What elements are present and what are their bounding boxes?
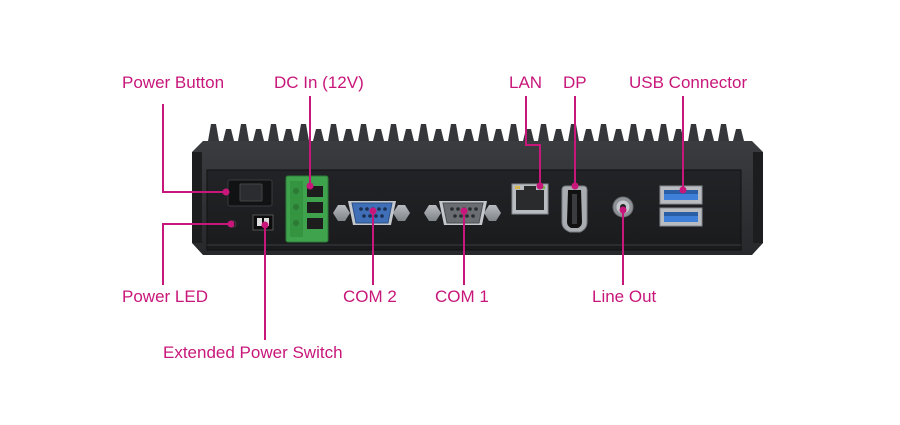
heatsink-fin (598, 124, 609, 141)
callout-dot-dp (571, 182, 579, 190)
power-button-port (227, 179, 273, 207)
callout-dot-power-led (227, 220, 235, 228)
label-com1: COM 1 (435, 287, 489, 306)
label-lan: LAN (509, 73, 543, 92)
callout-dot-com2 (369, 207, 377, 215)
heatsink-fin (358, 124, 369, 141)
heatsink-fin (448, 124, 459, 141)
heatsink-fin (718, 124, 729, 141)
heatsink-fin (403, 129, 414, 141)
label-dp: DP (563, 73, 587, 92)
heatsink-fin (703, 129, 714, 141)
heatsink-fin (268, 124, 279, 141)
heatsink-fin (373, 129, 384, 141)
label-line-out: Line Out (592, 287, 657, 306)
lan-port (511, 183, 549, 215)
heatsink-fin (343, 129, 354, 141)
heatsink-fin (493, 129, 504, 141)
displayport-port (561, 185, 588, 233)
heatsink-fin (418, 124, 429, 141)
callout-dot-lan (536, 182, 544, 190)
callout-power-button (162, 104, 226, 193)
heatsink-fin (208, 124, 219, 141)
heatsink-fin (478, 124, 489, 141)
heatsink-fin (508, 124, 519, 141)
heatsink-fin (298, 124, 309, 141)
heatsink-fin (673, 129, 684, 141)
callout-dot-com1 (460, 207, 468, 215)
label-usb-connector: USB Connector (629, 73, 748, 92)
heatsink-fin (553, 129, 564, 141)
heatsink-fin (223, 129, 234, 141)
heatsink-fin (568, 124, 579, 141)
heatsink-fin (583, 129, 594, 141)
callout-dots (222, 182, 687, 229)
heatsink-fin (523, 129, 534, 141)
callout-dot-dc-in (306, 182, 314, 190)
label-extended-power-switch: Extended Power Switch (163, 343, 343, 362)
heatsink-fin (658, 124, 669, 141)
heatsink-fin (388, 124, 399, 141)
label-com2: COM 2 (343, 287, 397, 306)
heatsink-fin (238, 124, 249, 141)
label-power-button: Power Button (122, 73, 225, 92)
callout-dot-line-out (619, 206, 627, 214)
heatsink-fin (538, 124, 549, 141)
label-dc-in: DC In (12V) (274, 73, 364, 92)
heatsink-fin (613, 129, 624, 141)
callout-dot-power-button (222, 188, 230, 196)
heatsink-fin (283, 129, 294, 141)
heatsink-fin (733, 129, 744, 141)
label-power-led: Power LED (122, 287, 208, 306)
chassis-left-side (192, 152, 202, 243)
callout-lines (162, 96, 684, 340)
heatsink-fin (313, 129, 324, 141)
heatsink-fin (643, 129, 654, 141)
chassis-right-side (753, 152, 763, 243)
heatsink-fin (433, 129, 444, 141)
callout-power-led (162, 223, 231, 285)
heatsink-fin (253, 129, 264, 141)
heatsink-fin (688, 124, 699, 141)
heatsink-fin (328, 124, 339, 141)
callout-lan (525, 96, 541, 186)
callout-dot-usb (679, 186, 687, 194)
heatsink-fin (463, 129, 474, 141)
dc-in-terminal (285, 175, 329, 243)
heatsink-fins (208, 124, 744, 141)
heatsink-fin (628, 124, 639, 141)
callout-dot-extended-power-switch (261, 221, 269, 229)
